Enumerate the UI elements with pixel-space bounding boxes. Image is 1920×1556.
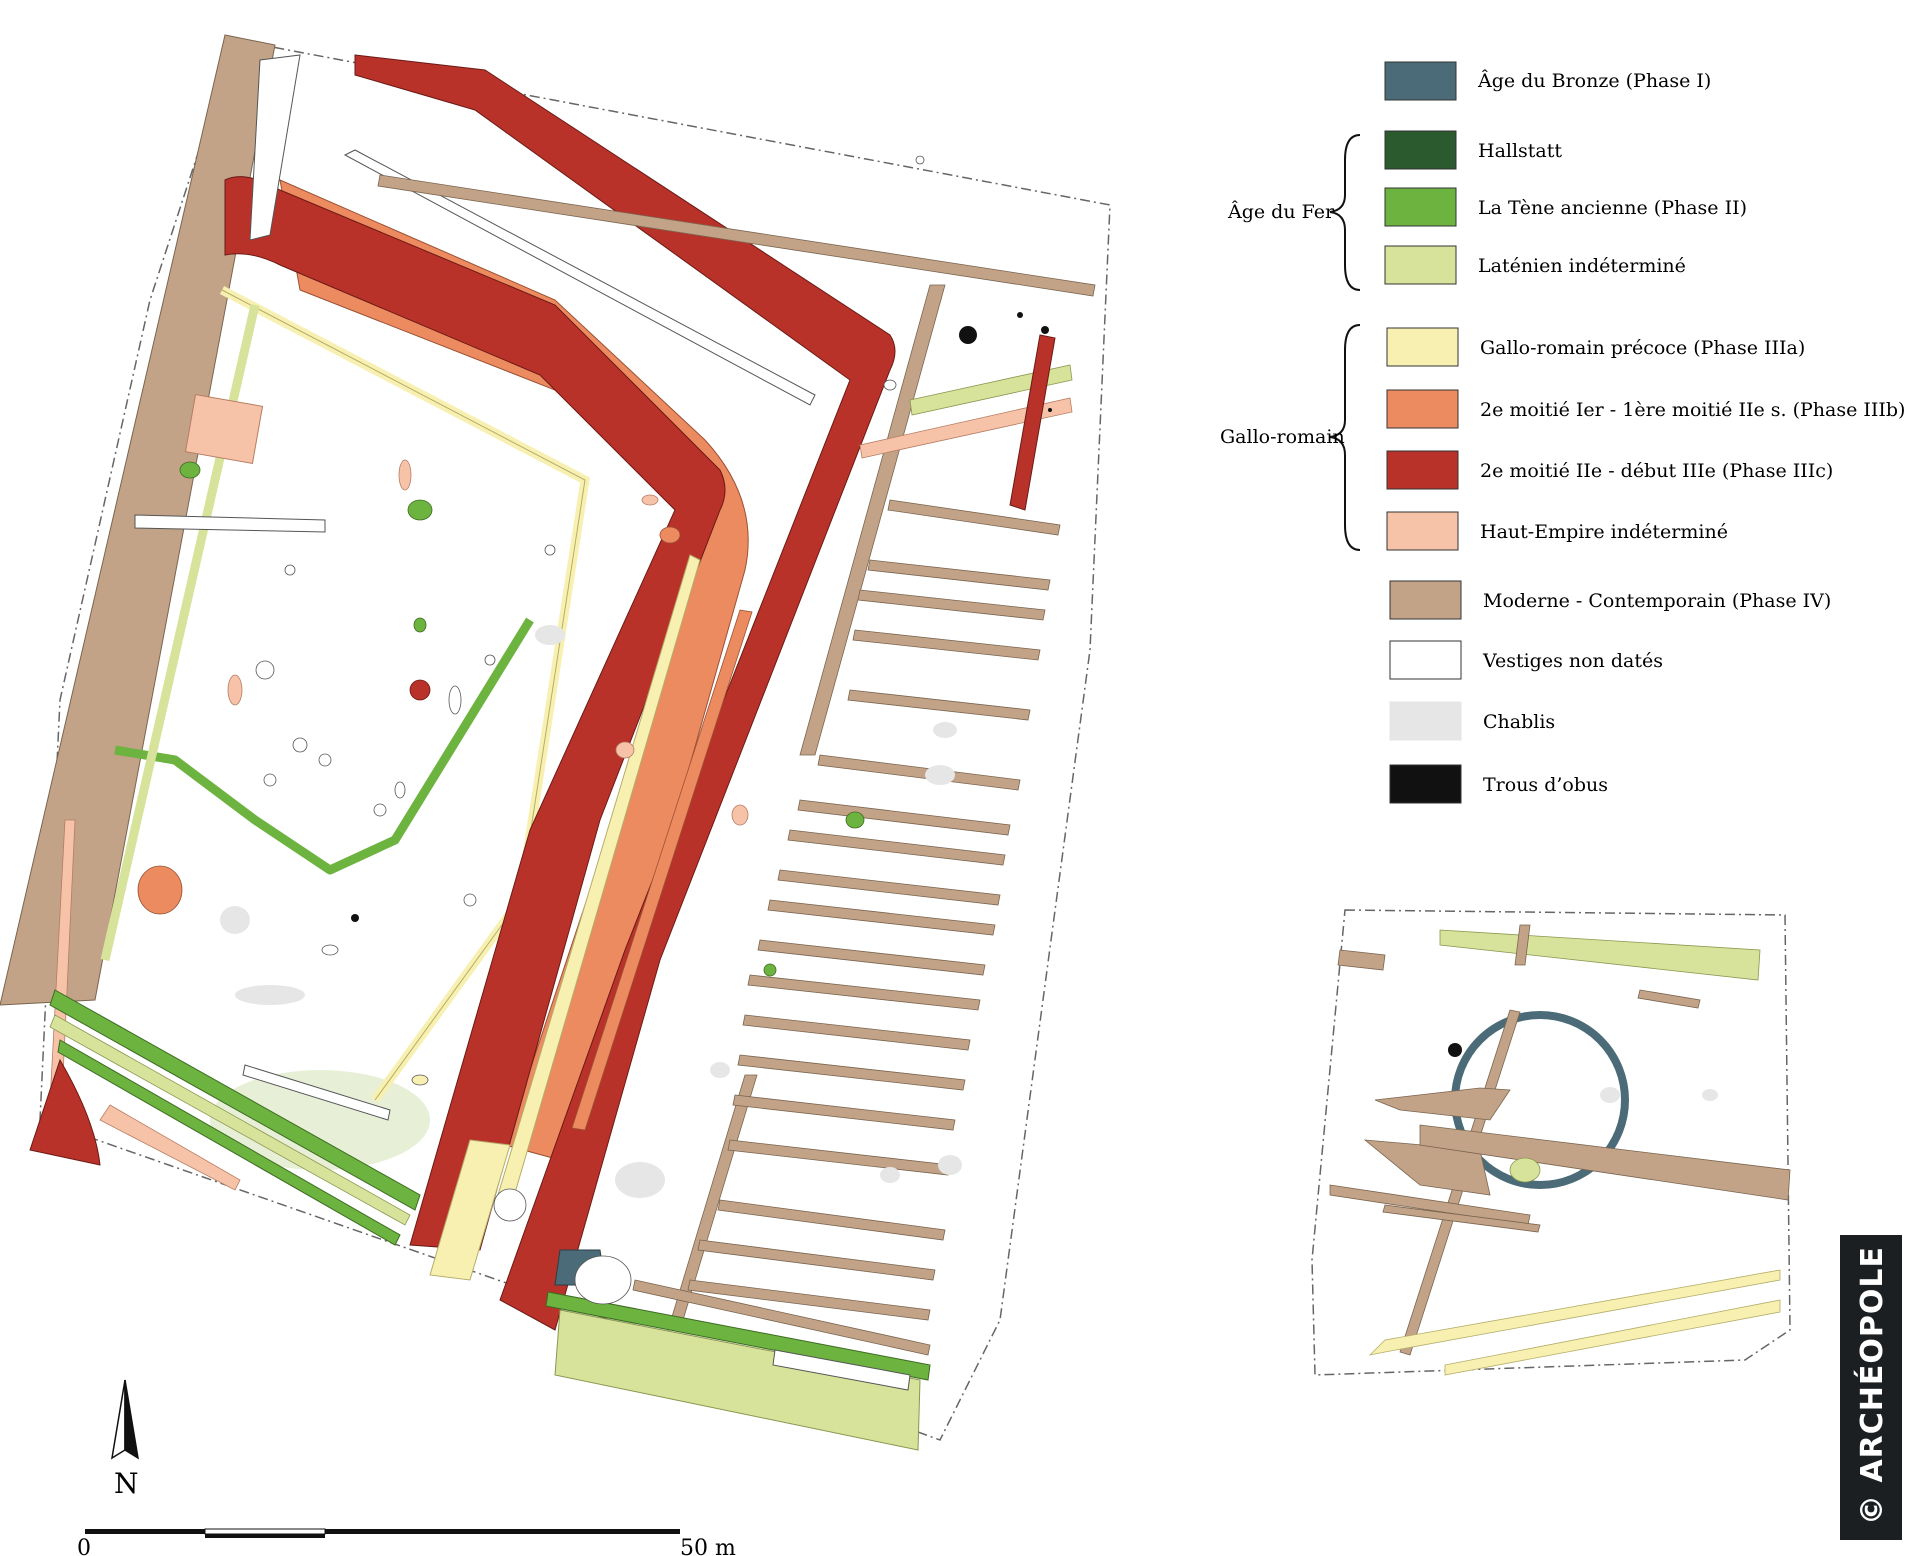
- gallo-precoce-strip-secondary-1: [1368, 1269, 1781, 1356]
- legend: Âge du Fer Gallo-romain Âge du Bronze (P…: [1220, 61, 1905, 804]
- legend-label-gallo-precoce: Gallo-romain précoce (Phase IIIa): [1480, 337, 1805, 359]
- scale-bar-seg-1: [85, 1529, 205, 1534]
- north-arrow-right-half: [124, 1379, 140, 1460]
- north-arrow-left-half: [110, 1379, 126, 1460]
- legend-label-phase-IIIb: 2e moitié Ier - 1ère moitié IIe s. (Phas…: [1480, 399, 1905, 421]
- logo-text: © ARCHÉOPOLE: [1854, 1246, 1890, 1525]
- legend-swatch-obus: [1389, 764, 1462, 804]
- latenien-oval-secondary: [1509, 1157, 1541, 1183]
- phase-IIIb-strip: [571, 609, 753, 1131]
- legend-swatch-chablis: [1389, 701, 1462, 741]
- legend-swatch-tene: [1384, 187, 1457, 227]
- scale-bar-seg-2-lower: [205, 1534, 325, 1538]
- tene-band-south: [545, 1291, 931, 1381]
- scale-bar: 0 50 m: [77, 1528, 736, 1556]
- legend-swatch-phase-IIIc: [1386, 450, 1459, 490]
- gallo-precoce-enclosure-outline: [221, 289, 586, 1101]
- modern-features-secondary: [1329, 924, 1791, 1356]
- haut-empire-square: [184, 393, 264, 465]
- legend-swatch-bronze: [1384, 61, 1457, 101]
- shell-holes: [351, 312, 1052, 922]
- undated-linear-feature-north: [343, 149, 816, 406]
- gallo-precoce-strip-secondary-2: [1444, 1299, 1781, 1376]
- legend-swatch-latenien: [1384, 245, 1457, 285]
- chablis-secondary-1: [1600, 1087, 1620, 1103]
- legend-label-hallstatt: Hallstatt: [1478, 140, 1562, 162]
- haut-empire-strip-southwest: [99, 1104, 241, 1191]
- shell-hole-secondary: [1448, 1043, 1462, 1057]
- modern-field-ditches: [377, 174, 1096, 1356]
- legend-bracket-age-du-fer: [1329, 134, 1361, 291]
- undated-linear-feature-south: [242, 1064, 391, 1121]
- scale-bar-seg-2: [204, 1528, 326, 1535]
- scale-bar-start-label: 0: [77, 1536, 91, 1556]
- legend-label-bronze: Âge du Bronze (Phase I): [1477, 69, 1711, 92]
- haut-empire-band-northeast: [859, 397, 1073, 459]
- north-arrow: N: [110, 1379, 140, 1500]
- legend-swatch-phase-IIIb: [1386, 389, 1459, 429]
- legend-swatch-moderne: [1389, 580, 1462, 620]
- tene-band-southwest-3: [57, 1039, 401, 1246]
- archeopole-logo: © ARCHÉOPOLE: [1840, 1235, 1902, 1540]
- chablis-secondary-2: [1702, 1089, 1718, 1101]
- legend-swatch-haut-empire: [1386, 511, 1459, 551]
- undated-rect-south: [772, 1349, 911, 1391]
- legend-label-obus: Trous d’obus: [1483, 774, 1608, 796]
- phase-IIIc-ditch-outer: [354, 54, 896, 1331]
- legend-label-phase-IIIc: 2e moitié IIe - début IIIe (Phase IIIc): [1480, 460, 1833, 482]
- legend-label-moderne: Moderne - Contemporain (Phase IV): [1483, 590, 1831, 612]
- logo-background: [1840, 1235, 1902, 1540]
- tene-band-southwest-1: [49, 989, 421, 1211]
- legend-swatch-hallstatt: [1384, 130, 1457, 170]
- latenien-band-northeast: [909, 364, 1073, 416]
- north-arrow-label: N: [114, 1467, 139, 1500]
- scattered-pits: [137, 155, 925, 1305]
- tene-ditch-L: [114, 617, 534, 875]
- legend-label-chablis: Chablis: [1483, 711, 1555, 733]
- phase-IIIc-quarter-circle: [29, 1058, 101, 1166]
- legend-label-non-dates: Vestiges non datés: [1482, 650, 1663, 672]
- phase-IIIc-ditch-northeast: [1009, 334, 1056, 511]
- secondary-excavation-area: [1311, 909, 1791, 1376]
- legend-label-tene: La Tène ancienne (Phase II): [1478, 197, 1747, 219]
- undated-linear-feature-west: [134, 514, 326, 533]
- gallo-precoce-strip-south: [429, 1139, 511, 1281]
- legend-label-haut-empire: Haut-Empire indéterminé: [1480, 521, 1728, 543]
- legend-group-gallo-romain: Gallo-romain: [1220, 426, 1345, 448]
- tene-band-southwest-2: [49, 1014, 411, 1226]
- main-excavation-area: [0, 34, 1111, 1451]
- legend-swatch-non-dates: [1389, 640, 1462, 680]
- legend-group-age-du-fer: Âge du Fer: [1227, 200, 1335, 223]
- scale-bar-seg-3: [325, 1529, 680, 1534]
- legend-bracket-gallo-romain: [1329, 324, 1361, 551]
- scale-bar-end-label: 50 m: [680, 1536, 736, 1556]
- legend-label-latenien: Laténien indéterminé: [1478, 255, 1686, 277]
- legend-swatch-gallo-precoce: [1386, 327, 1459, 367]
- undated-pair-north: [249, 54, 301, 241]
- chablis-blobs: [220, 625, 962, 1198]
